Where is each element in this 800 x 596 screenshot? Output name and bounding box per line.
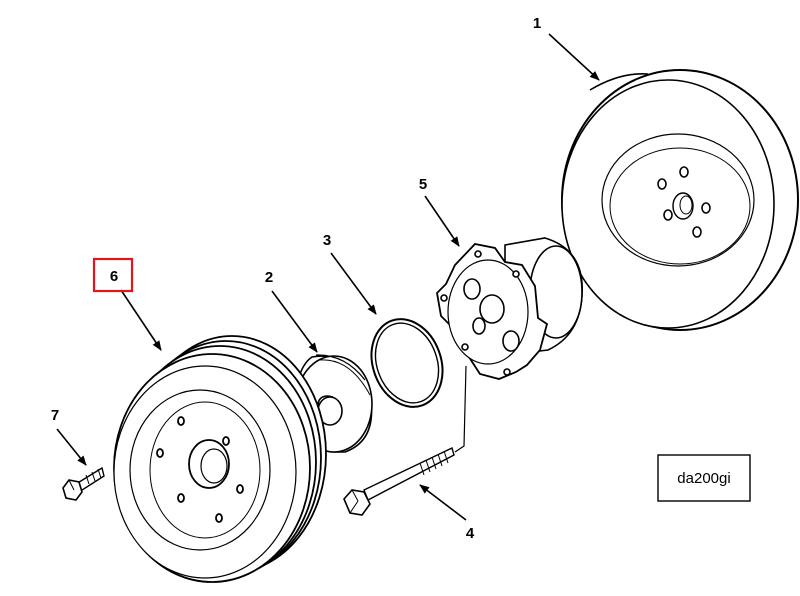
callout-arrow-4	[419, 484, 467, 521]
callout-arrow-1	[548, 33, 600, 81]
callout-5[interactable]: 5	[419, 176, 427, 193]
callout-arrow-2	[271, 290, 318, 353]
callout-arrow-6	[120, 289, 162, 351]
part-5-hub[interactable]	[436, 237, 583, 380]
callout-7[interactable]: 7	[51, 407, 59, 424]
callout-arrow-5	[424, 195, 460, 247]
callout-1[interactable]: 1	[533, 15, 541, 32]
callout-6[interactable]: 6	[110, 268, 118, 285]
part-1-damper[interactable]	[561, 69, 799, 331]
callout-arrow-3	[330, 252, 377, 315]
callout-arrows	[56, 33, 600, 521]
part-4-bolt[interactable]	[343, 447, 455, 516]
figure-code: da200gi	[677, 470, 730, 487]
callout-4[interactable]: 4	[466, 525, 475, 542]
highlight-box-6	[92, 257, 134, 293]
part-3-o-ring[interactable]	[360, 309, 455, 417]
callout-3[interactable]: 3	[323, 232, 331, 249]
figure-code-box: da200gi	[657, 454, 751, 502]
part-7-bolt[interactable]	[62, 466, 105, 501]
callout-arrow-7	[56, 428, 87, 466]
part-6-pulley[interactable]	[113, 335, 327, 583]
callout-2[interactable]: 2	[265, 269, 273, 286]
alignment-leader-line	[454, 365, 467, 453]
